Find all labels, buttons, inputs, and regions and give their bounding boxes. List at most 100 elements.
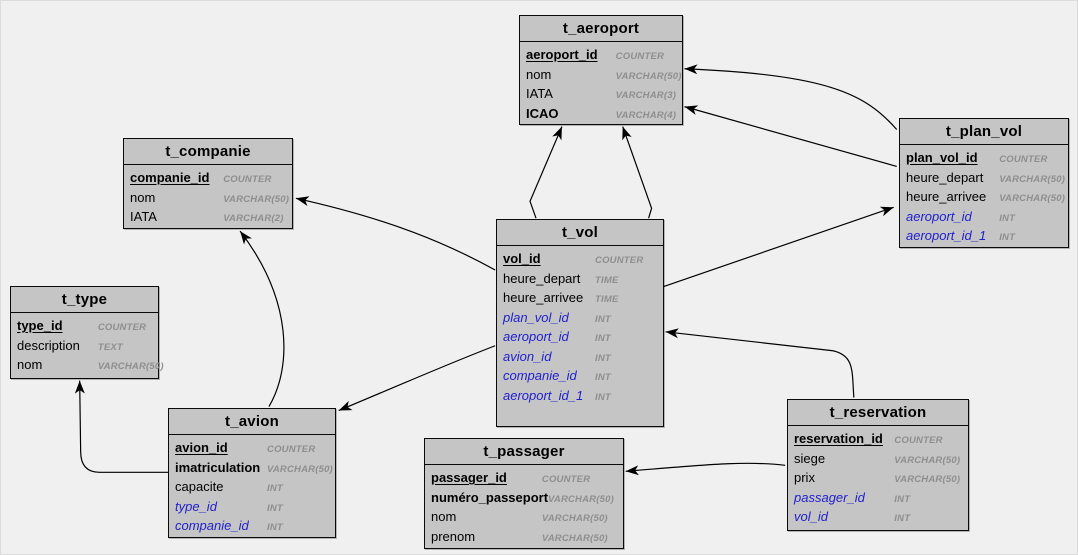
field-type: INT xyxy=(595,372,611,383)
field-name: vol_id xyxy=(503,251,541,266)
field-type: VARCHAR(50) xyxy=(541,532,608,544)
field-name: type_id xyxy=(175,498,217,514)
table-title-t_plan_vol[interactable]: t_plan_vol xyxy=(900,119,1068,145)
field-name: aeroport_id_1 xyxy=(503,387,584,403)
table-title-t_type[interactable]: t_type xyxy=(11,287,158,313)
field-name: numéro_passeport xyxy=(431,489,549,505)
field-type: INT xyxy=(595,391,611,403)
field-name: aeroport_id xyxy=(526,47,598,62)
field-name: aeroport_id_1 xyxy=(906,228,987,243)
relation-t_vol-plan_vol_id-to-t_plan_vol[interactable] xyxy=(662,206,894,288)
field-row-t_reservation-passager_id[interactable]: passager_id INT xyxy=(788,488,968,508)
field-type: TIME xyxy=(595,294,619,305)
field-type: COUNTER xyxy=(541,474,591,485)
field-type: COUNTER xyxy=(595,255,644,266)
field-type: TIME xyxy=(595,274,619,286)
field-name: IATA xyxy=(130,209,157,224)
relation-t_plan_vol-aeroport_id_1-to-t_aeroport[interactable] xyxy=(684,105,897,167)
field-name: heure_depart xyxy=(906,169,984,185)
field-type: INT xyxy=(595,313,611,325)
field-name: vol_id xyxy=(794,509,828,524)
field-row-t_vol-vol_id[interactable]: vol_id COUNTER xyxy=(497,249,663,269)
relation-t_avion-companie_id-to-t_companie[interactable] xyxy=(239,230,285,407)
field-type: INT xyxy=(595,352,611,364)
field-type: TEXT xyxy=(97,341,123,353)
relation-t_reservation-passager_id-to-t_passager[interactable] xyxy=(625,462,786,476)
field-row-t_companie-nom[interactable]: nom VARCHAR(50) xyxy=(124,188,292,208)
table-title-t_reservation[interactable]: t_reservation xyxy=(788,400,968,426)
field-type: INT xyxy=(267,502,283,514)
field-type: INT xyxy=(894,493,911,505)
field-row-t_vol-aeroport_id_1[interactable]: aeroport_id_1 INT xyxy=(497,386,663,406)
relation-t_plan_vol-aeroport_id-to-t_aeroport[interactable] xyxy=(684,64,898,130)
relation-t_vol-aeroport_id-to-t_aeroport[interactable] xyxy=(529,126,563,219)
relation-t_avion-type_id-to-t_type[interactable] xyxy=(74,380,169,473)
field-name: nom xyxy=(526,66,552,82)
table-title-t_avion[interactable]: t_avion xyxy=(169,409,335,435)
relation-t_vol-companie_id-to-t_companie[interactable] xyxy=(295,196,496,271)
table-title-t_vol[interactable]: t_vol xyxy=(497,220,663,246)
relation-t_vol-aeroport_id_1-to-t_aeroport[interactable] xyxy=(622,126,653,219)
field-type: VARCHAR(50) xyxy=(999,193,1066,204)
relation-t_vol-avion_id-to-t_avion[interactable] xyxy=(338,345,496,412)
table-title-t_passager[interactable]: t_passager xyxy=(425,439,623,465)
table-title-t_aeroport[interactable]: t_aeroport xyxy=(520,16,682,42)
field-type: VARCHAR(50) xyxy=(267,463,333,475)
field-type: VARCHAR(50) xyxy=(223,193,290,205)
field-name: aeroport_id xyxy=(503,329,569,344)
field-name: nom xyxy=(431,509,457,524)
field-name: ICAO xyxy=(526,105,559,121)
field-name: passager_id xyxy=(794,489,865,505)
table-title-t_companie[interactable]: t_companie xyxy=(124,139,292,165)
field-name: nom xyxy=(130,189,156,205)
relation-t_reservation-vol_id-to-t_vol[interactable] xyxy=(665,328,855,398)
field-row-t_avion-type_id[interactable]: type_id INT xyxy=(169,497,335,517)
field-name: capacite xyxy=(175,479,224,494)
field-type: COUNTER xyxy=(97,322,147,333)
field-type: INT xyxy=(267,522,283,533)
